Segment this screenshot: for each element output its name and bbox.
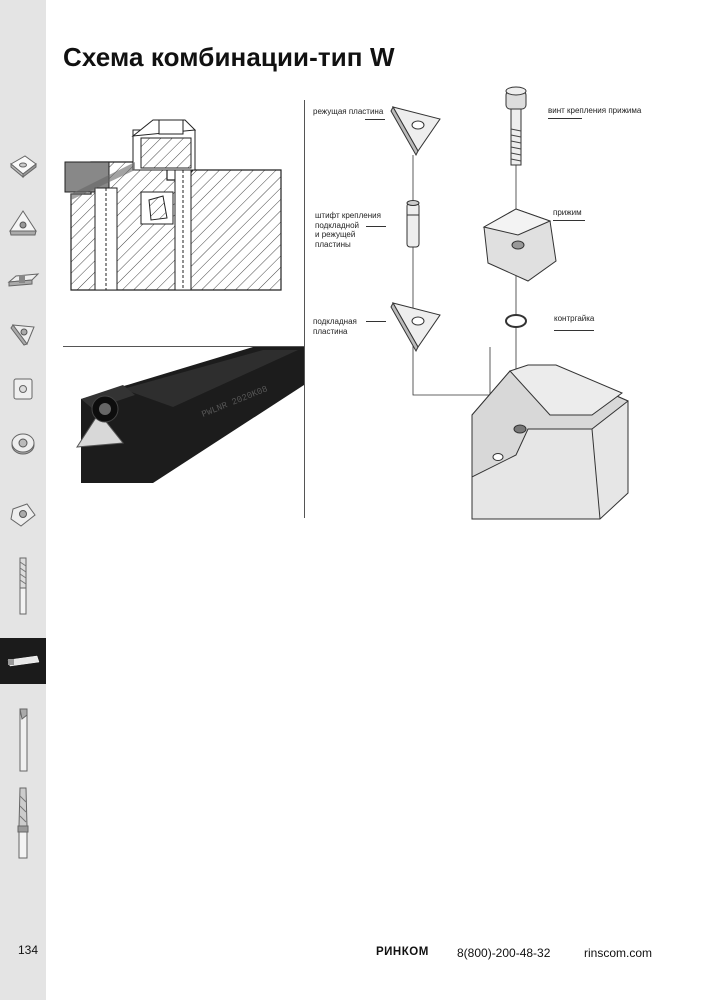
label-clamp-screw: винт крепления прижима bbox=[548, 106, 641, 119]
square-plate-icon bbox=[13, 378, 33, 400]
square-insert-icon bbox=[10, 155, 37, 179]
sidebar-item-round-insert[interactable] bbox=[0, 421, 46, 467]
sidebar-item-boring-bar[interactable] bbox=[0, 705, 46, 775]
tool-holder-photo: PWLNR 2020K08 bbox=[76, 347, 304, 483]
sidebar-item-indexable-drill[interactable] bbox=[0, 786, 46, 860]
triangle-insert-icon bbox=[9, 210, 37, 236]
cross-section-drawing bbox=[64, 119, 282, 291]
drill-icon bbox=[19, 557, 27, 615]
label-pin: штифт крепления подкладной и режущей пла… bbox=[315, 211, 381, 249]
sidebar-item-threading-insert[interactable] bbox=[0, 310, 46, 356]
label-clamp: прижим bbox=[553, 208, 585, 221]
boring-bar-icon bbox=[19, 708, 28, 772]
phone-number[interactable]: 8(800)-200-48-32 bbox=[457, 946, 551, 960]
round-insert-icon bbox=[11, 433, 35, 455]
threading-insert-icon bbox=[10, 324, 35, 346]
grooving-insert-icon bbox=[7, 273, 40, 287]
indexable-drill-icon bbox=[17, 787, 29, 859]
sidebar-item-turning-holder[interactable] bbox=[0, 638, 46, 684]
page-title: Схема комбинации-тип W bbox=[63, 42, 395, 72]
page-number: 134 bbox=[18, 943, 39, 957]
sidebar-item-drill[interactable] bbox=[0, 556, 46, 616]
label-cutting-insert: режущая пластина bbox=[313, 107, 385, 120]
pin-label-leader bbox=[366, 226, 386, 227]
sidebar-item-triangle-insert[interactable] bbox=[0, 200, 46, 246]
sidebar-item-square-plate[interactable] bbox=[0, 366, 46, 412]
brand-logo: РИНКОМ bbox=[376, 946, 429, 958]
vertical-divider bbox=[304, 100, 305, 518]
exploded-assembly-drawing bbox=[390, 86, 629, 520]
horizontal-divider bbox=[63, 346, 304, 347]
turning-holder-icon bbox=[7, 655, 40, 667]
website-link[interactable]: rinscom.com bbox=[584, 946, 653, 960]
shim-label-leader bbox=[366, 321, 386, 322]
sidebar-item-grooving-insert[interactable] bbox=[0, 255, 46, 301]
milling-insert-icon bbox=[10, 503, 36, 527]
label-locknut: контргайка bbox=[554, 314, 594, 331]
label-shim: подкладная пластина bbox=[313, 317, 357, 336]
sidebar-item-square-insert[interactable] bbox=[0, 143, 46, 189]
sidebar-item-milling-insert[interactable] bbox=[0, 492, 46, 538]
category-sidebar bbox=[0, 0, 46, 1000]
